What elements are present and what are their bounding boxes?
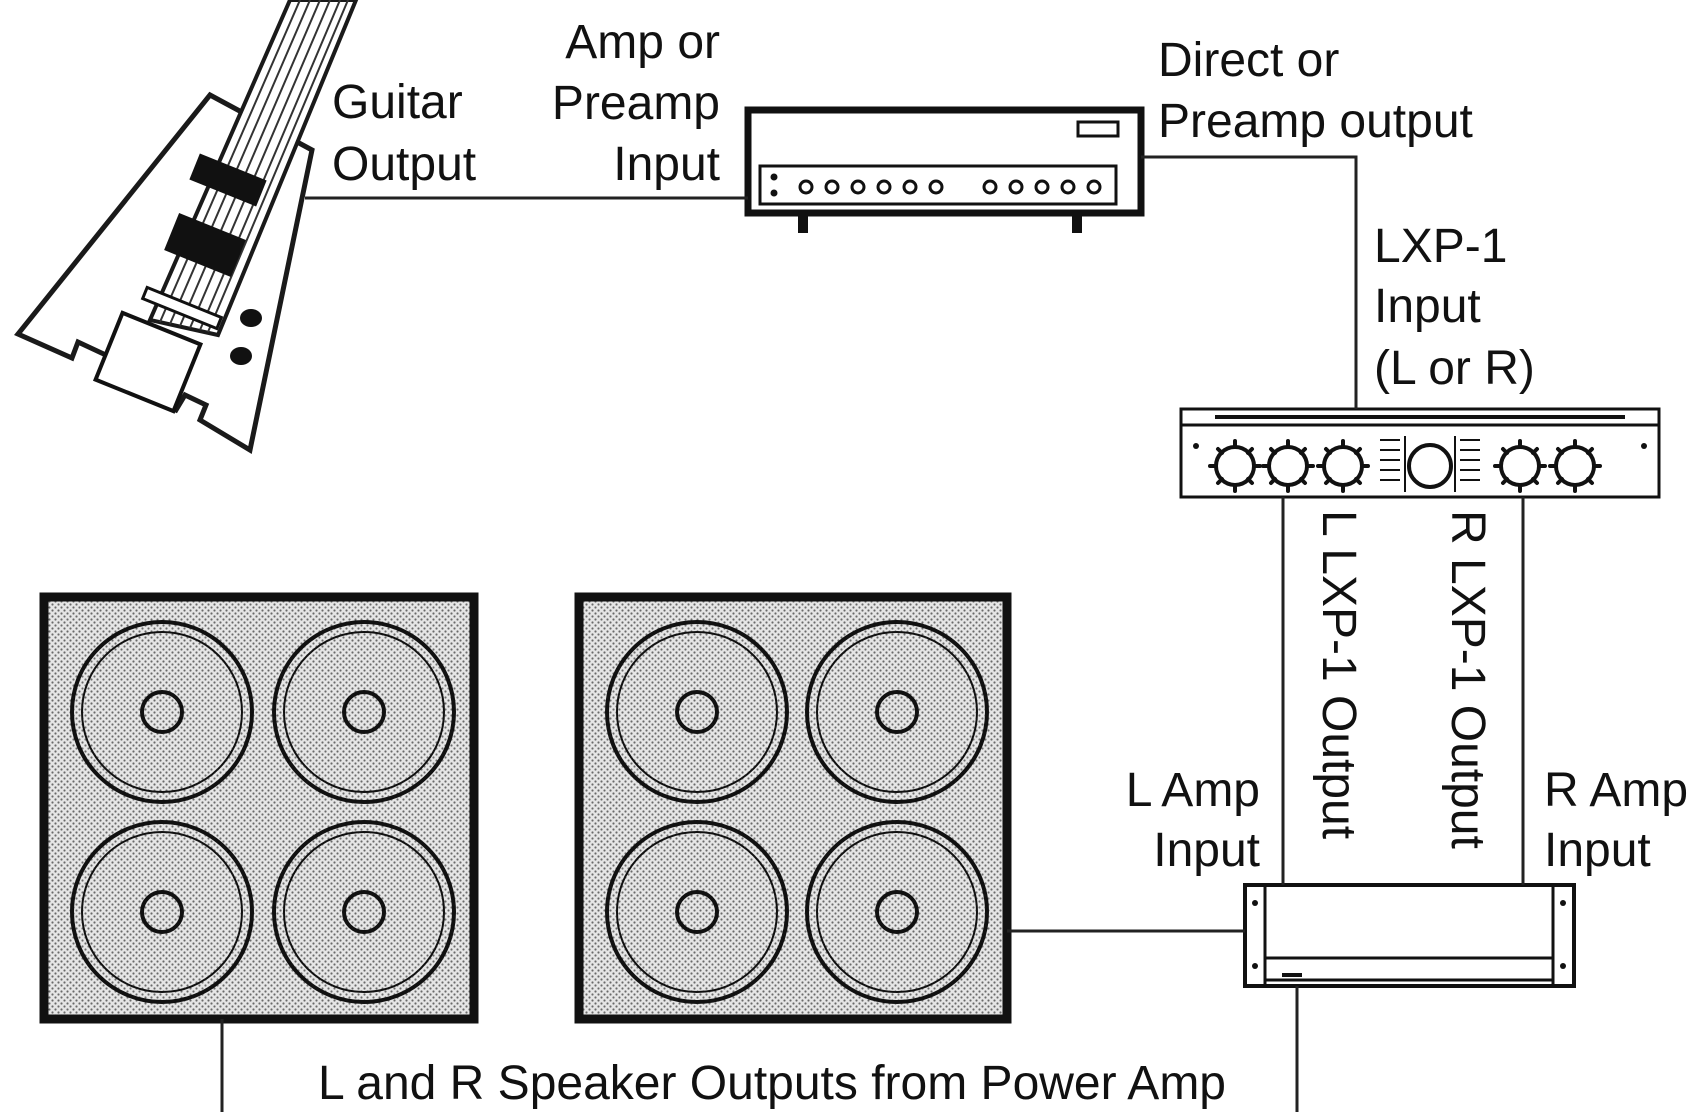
label-r-lxp1-output: R LXP-1 Output [1441,510,1494,849]
label-amp-input: Amp or Preamp Input [552,16,720,191]
svg-text:Direct or: Direct or [1158,34,1339,87]
svg-text:LXP-1: LXP-1 [1374,220,1507,273]
label-l-amp-input: L Amp Input [1126,764,1260,877]
label-r-amp-input: R Amp Input [1544,764,1688,877]
label-guitar-output: Guitar Output [332,76,476,191]
svg-text:(L or R): (L or R) [1374,342,1535,395]
lxp1-unit-icon [1179,407,1661,499]
svg-text:Input: Input [613,138,720,191]
svg-text:Output: Output [332,138,476,191]
svg-text:Input: Input [1374,280,1481,333]
guitar-icon [14,0,359,454]
svg-text:L Amp: L Amp [1126,764,1260,817]
svg-text:Input: Input [1544,824,1651,877]
label-l-lxp1-output: L LXP-1 Output [1312,510,1365,839]
speaker-cabinet-right-icon [574,592,1012,1024]
svg-text:Amp or: Amp or [565,16,720,69]
svg-text:Preamp: Preamp [552,77,720,130]
speaker-cabinet-left-icon [39,592,479,1024]
svg-text:Input: Input [1153,824,1260,877]
label-direct-output: Direct or Preamp output [1158,34,1473,148]
cables [220,155,1525,1112]
cable-amp-to-lxp1 [1141,155,1358,409]
svg-text:R Amp: R Amp [1544,764,1688,817]
amp-head-icon [744,106,1145,233]
power-amp-icon [1243,883,1576,988]
label-lxp1-input: LXP-1 Input (L or R) [1374,220,1535,395]
label-speaker-outputs: L and R Speaker Outputs from Power Amp [318,1057,1226,1110]
svg-text:Preamp output: Preamp output [1158,95,1473,148]
svg-text:Guitar: Guitar [332,76,463,129]
